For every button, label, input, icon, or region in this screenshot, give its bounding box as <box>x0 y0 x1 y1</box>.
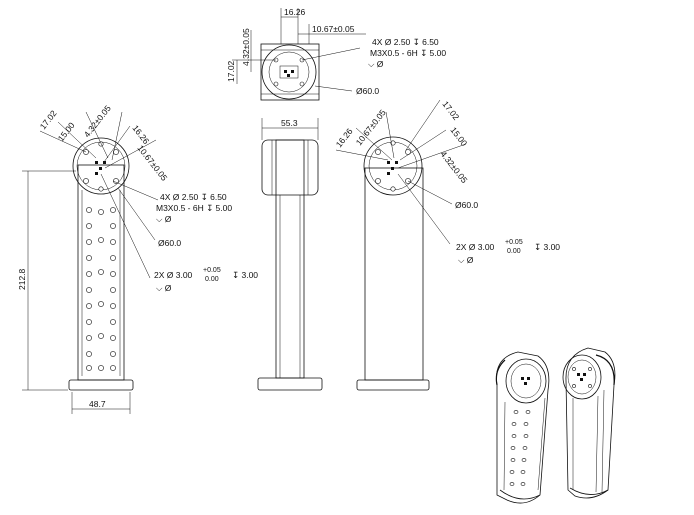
right-pin <box>391 167 394 170</box>
left-note-pin-2: ⌵ Ø <box>156 283 172 293</box>
top-view-pin <box>284 70 287 73</box>
left-note-pin-tol-bot: 0.00 <box>205 276 219 283</box>
right-note-pin-2: ⌵ Ø <box>458 255 474 265</box>
iso-1-holes <box>509 410 531 486</box>
right-flange-hole <box>390 186 396 192</box>
top-view-hole <box>273 81 279 87</box>
left-note-pin-depth: ↧ 3.00 <box>232 270 258 280</box>
side-view-base <box>257 377 323 391</box>
right-dim-a: 16.26 <box>334 126 355 149</box>
right-view-flange-circle <box>363 136 423 196</box>
left-view: 17.02 15.00 4.32±0.05 16.26 10.67±0.05 4… <box>17 103 258 414</box>
top-note-dia: Ø60.0 <box>356 86 379 96</box>
right-flange-hole <box>375 149 381 155</box>
top-note-holes-1: 4X Ø 2.50 ↧ 6.50 <box>372 37 439 47</box>
top-view-pin <box>291 70 294 73</box>
right-note-pin-depth: ↧ 3.00 <box>534 242 560 252</box>
isometric-view-2 <box>562 347 616 499</box>
top-view-body <box>260 43 320 101</box>
left-dim-b: 15.00 <box>56 120 77 143</box>
right-pin <box>387 172 390 175</box>
left-flange-hole <box>98 186 104 192</box>
right-pin <box>387 161 390 164</box>
top-note-holes-2: M3X0.5 - 6H ↧ 5.00 <box>370 48 446 58</box>
isometric-view-1 <box>495 351 550 504</box>
right-note-pin-tol-top: +0.05 <box>505 239 523 246</box>
left-dim-c: 4.32±0.05 <box>82 103 113 139</box>
left-note-pin-tol-top: +0.05 <box>203 267 221 274</box>
left-pin <box>95 172 98 175</box>
left-dim-base: 48.7 <box>89 399 106 409</box>
right-flange-hole <box>390 140 396 146</box>
left-pin <box>95 161 98 164</box>
side-dim-width: 55.3 <box>281 118 298 128</box>
right-note-dia: Ø60.0 <box>455 200 478 210</box>
right-dim-d: 15.00 <box>448 125 469 148</box>
right-view: 16.26 10.67±0.05 17.02 15.00 4.32±0.05 Ø… <box>334 99 560 391</box>
left-note-dia: Ø60.0 <box>158 238 181 248</box>
top-dim-left: 17.02 <box>226 60 236 82</box>
top-dim-width: 16.26 <box>284 7 306 17</box>
left-note-holes-3: ⌵ Ø <box>156 214 172 224</box>
right-note-pin-tol-bot: 0.00 <box>507 248 521 255</box>
right-flange-hole <box>375 178 381 184</box>
top-note-holes-3: ⌵ Ø <box>368 59 384 69</box>
top-view-flange-circle <box>261 44 317 100</box>
left-flange-hole <box>98 141 104 147</box>
left-flange-hole <box>83 178 89 184</box>
right-dim-c: 17.02 <box>440 99 461 122</box>
left-view-base <box>68 379 134 391</box>
left-pin <box>99 167 102 170</box>
top-dim-pattern: 10.67±0.05 <box>312 24 355 34</box>
side-view: 55.3 <box>257 118 323 391</box>
top-dim-vertical: 4.32±0.05 <box>241 28 251 66</box>
top-view-hole <box>299 81 305 87</box>
left-pin <box>103 161 106 164</box>
left-note-holes-1: 4X Ø 2.50 ↧ 6.50 <box>160 192 227 202</box>
right-pin <box>395 161 398 164</box>
right-view-column <box>364 167 424 381</box>
left-dim-a: 17.02 <box>38 108 59 131</box>
left-dim-e: 10.67±0.05 <box>135 143 169 183</box>
right-note-pin-1: 2X Ø 3.00 <box>456 242 495 252</box>
left-flange-hole <box>113 149 119 155</box>
top-view-pin <box>287 74 290 77</box>
left-note-pin-1: 2X Ø 3.00 <box>154 270 193 280</box>
side-view-head <box>261 139 319 196</box>
right-dim-e: 4.32±0.05 <box>438 149 469 185</box>
left-dim-height: 212.8 <box>17 268 27 290</box>
left-view-flange-circle <box>72 137 130 195</box>
top-view: 16.26 10.67±0.05 4.32±0.05 17.02 4X Ø 2.… <box>226 7 446 101</box>
left-note-holes-2: M3X0.5 - 6H ↧ 5.00 <box>156 203 232 213</box>
left-column-holes <box>86 207 116 371</box>
left-dim-d: 16.26 <box>130 123 151 146</box>
right-view-base <box>356 379 430 391</box>
